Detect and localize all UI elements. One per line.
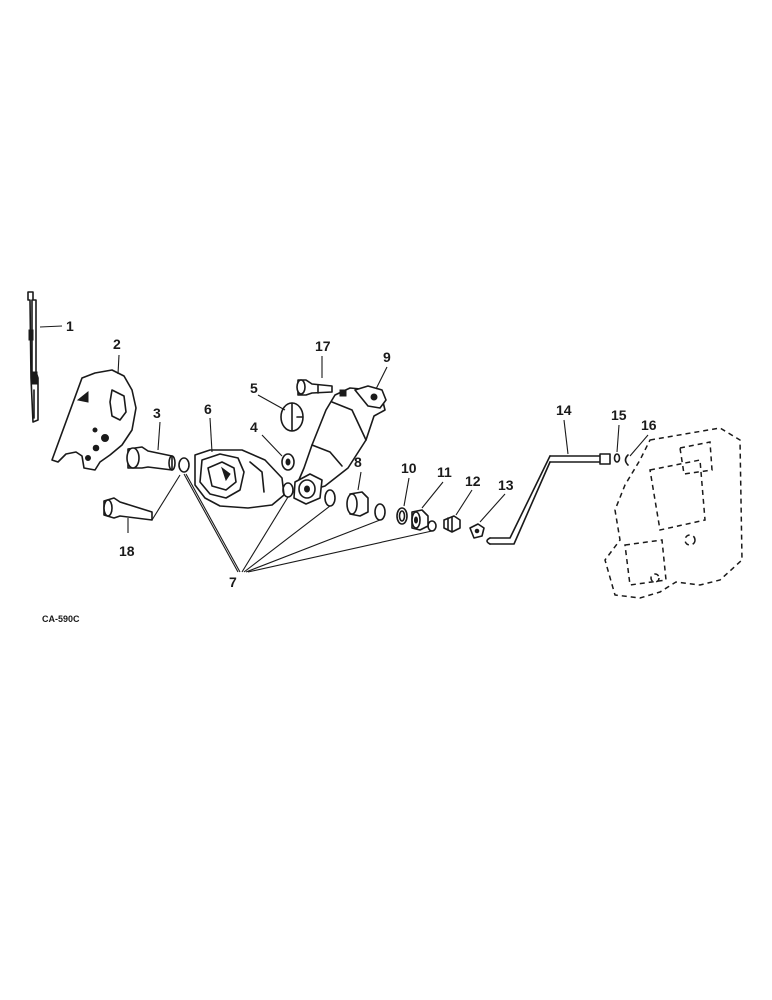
callout-6: 6 [204, 401, 212, 417]
part-11-fitting [411, 509, 429, 531]
callout-3: 3 [153, 405, 161, 421]
part-9-cylinder [293, 385, 387, 505]
part-10-snap-ring [396, 507, 408, 525]
part-1-rod [27, 291, 39, 423]
leader-lines [39, 325, 649, 573]
part-15-washer [613, 453, 621, 463]
part-5-disc [280, 402, 304, 432]
callout-12: 12 [465, 473, 481, 489]
callout-5: 5 [250, 380, 258, 396]
callout-4: 4 [250, 419, 258, 435]
callout-labels: 1 2 3 4 5 6 7 8 9 10 11 12 13 14 15 16 1… [66, 318, 657, 590]
callout-8: 8 [354, 454, 362, 470]
part-17-bolt [296, 379, 333, 396]
reference-housing [604, 427, 743, 599]
part-13-fitting [469, 523, 485, 539]
callout-17: 17 [315, 338, 331, 354]
callout-7: 7 [229, 574, 237, 590]
part-16-clip [624, 454, 629, 466]
part-12-bolt [443, 515, 461, 533]
figure-code: CA-590C [42, 614, 80, 624]
part-3-pin [126, 446, 176, 471]
callout-18: 18 [119, 543, 135, 559]
part-8-bushing [346, 491, 369, 517]
part-6-housing [194, 449, 285, 509]
callout-11: 11 [437, 464, 452, 480]
part-18-bolt [103, 497, 153, 521]
part-2-plate [51, 369, 137, 471]
callout-16: 16 [641, 417, 657, 433]
part-14-tube [486, 453, 611, 545]
callout-15: 15 [611, 407, 627, 423]
callout-1: 1 [66, 318, 74, 334]
callout-2: 2 [113, 336, 121, 352]
o-ring-near-part-3 [178, 457, 190, 473]
part-4-washer [281, 453, 295, 471]
callout-14: 14 [556, 402, 572, 418]
callout-13: 13 [498, 477, 514, 493]
callout-10: 10 [401, 460, 417, 476]
callout-9: 9 [383, 349, 391, 365]
